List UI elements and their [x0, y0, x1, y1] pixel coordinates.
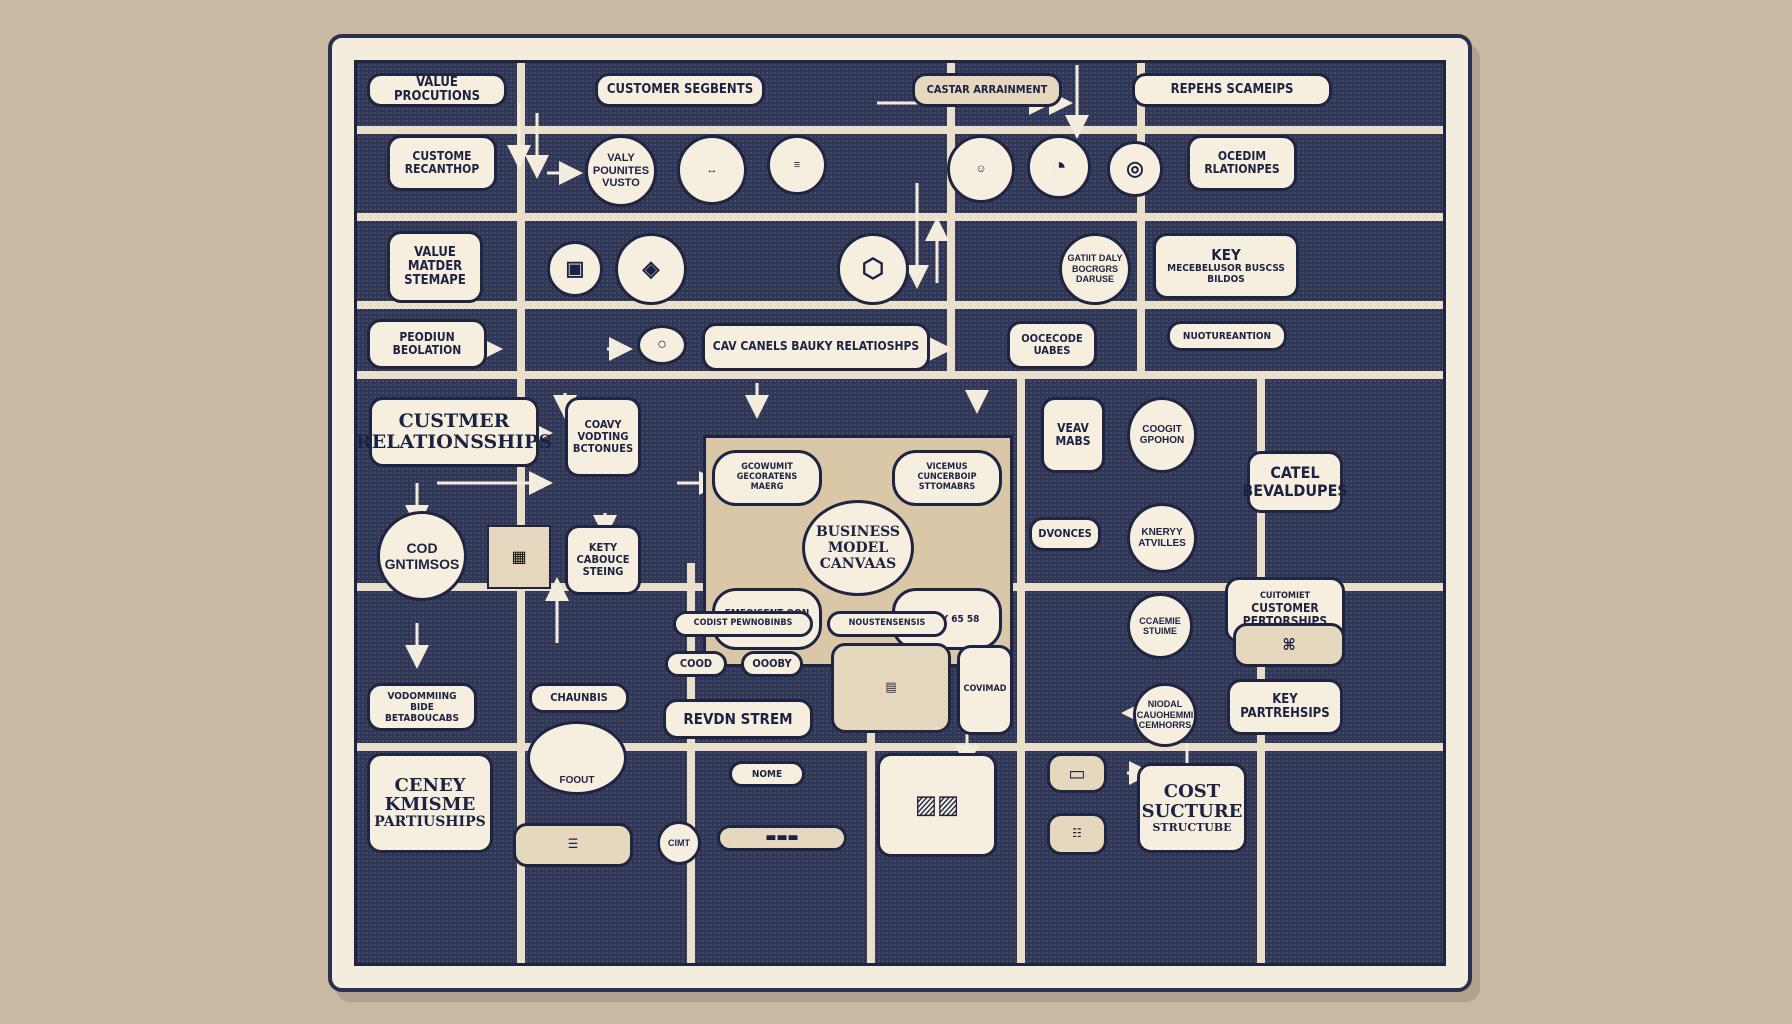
- label-nuotureantion: NUOTUREANTION: [1167, 321, 1287, 351]
- label-peodiun-beolation: PEODIUN BEOLATION: [367, 319, 487, 369]
- label-coavy-vodting: COAVY VODTING BCTONUES: [565, 397, 641, 477]
- label-gcowumit: GCOWUMIT GECORATENS MAERG: [712, 450, 822, 506]
- crate-pair-icon: ▨▨: [877, 753, 997, 857]
- sucture-word: SUCTURE: [1141, 800, 1243, 822]
- circle-niodal: NIODAL CAUOHEMMI CEMHORRS: [1133, 683, 1197, 747]
- disc-icon: ○: [637, 325, 687, 365]
- table-icon: ▦: [487, 525, 551, 589]
- label-repehs-scameips: REPEHS SCAMEIPS: [1132, 73, 1332, 107]
- pie-chart-icon: ◔: [1027, 135, 1091, 199]
- label-value-procutions: VALUE PROCUTIONS: [367, 73, 507, 107]
- target-icon: ◎: [1107, 141, 1163, 197]
- diagram-board: VALUE PROCUTIONS CUSTOMER SEGBENTS CASTA…: [328, 34, 1472, 992]
- label-cood: COOD: [665, 651, 727, 677]
- document-icon: ≡: [767, 135, 827, 195]
- circle-coogit-gpohon: COOGIT GPOHON: [1127, 397, 1197, 473]
- label-ocedim-rlationpes: OCEDIM RLATIONPES: [1187, 135, 1297, 191]
- screen-icon: ▤: [831, 643, 951, 733]
- progress-strip-icon: ▬▬▬: [717, 825, 847, 851]
- center-panel: GCOWUMIT GECORATENS MAERG VICEMUS CUNCER…: [703, 435, 1013, 667]
- link-icon: ↔: [677, 135, 747, 205]
- label-nome: NOME: [729, 761, 805, 787]
- key-word: KEY: [1272, 691, 1298, 707]
- funnel-chart-foout: FOOUT: [527, 721, 627, 795]
- label-key-partrehsips: KEY PARTREHSIPS: [1227, 679, 1343, 735]
- label-covimad: COVIMAD: [957, 645, 1013, 735]
- label-ceney-kmisme: CENEY KMISME PARTIUSHIPS: [367, 753, 493, 853]
- key-heading: KEY: [1211, 245, 1241, 264]
- structube-word: STRUCTUBE: [1152, 820, 1232, 834]
- label-revdn-strem: REVDN STREM: [663, 699, 813, 739]
- tag-icon: ☷: [1047, 813, 1107, 855]
- kmisme-word: KMISME: [384, 794, 476, 816]
- people-icon: ☺: [947, 135, 1015, 203]
- relationships-word: RELATIONSSHIPS: [355, 431, 553, 453]
- label-veav-mabs: VEAV MABS: [1041, 397, 1105, 473]
- ledger-icon: ☰: [513, 823, 633, 867]
- label-bauky-relationships: BAUKY RELATIOSHPS: [791, 339, 920, 354]
- circle-cimt: CIMT: [657, 821, 701, 865]
- custmer-word: CUSTMER: [398, 410, 510, 433]
- label-cav-canels: CAV CANELS: [712, 339, 788, 354]
- label-catel-bevaldupes: CATEL BEVALDUPES: [1242, 451, 1348, 513]
- network-icon: ⬡: [837, 233, 909, 305]
- label-oooby: OOOBY: [741, 651, 803, 677]
- circle-valy-pounites: VALY POUNITES VUSTO: [585, 135, 657, 207]
- label-oocecode-uabes: OOCECODE UABES: [1007, 321, 1097, 369]
- label-chaunbis: CHAUNBIS: [529, 683, 629, 713]
- ceney-word: CENEY: [394, 774, 466, 796]
- label-dvonces: DVONCES: [1029, 517, 1101, 551]
- cost-word: COST: [1163, 781, 1221, 803]
- label-key-mecebelusor: KEY MECEBELUSOR BUSCSS BILDOS: [1153, 233, 1299, 299]
- label-noustensensis: NOUSTENSENSIS: [827, 611, 947, 637]
- customer-word: CUSTOMER: [1251, 600, 1319, 615]
- label-castar-arrainment: CASTAR ARRAINMENT: [912, 73, 1062, 107]
- key-body: MECEBELUSOR BUSCSS BILDOS: [1167, 263, 1285, 286]
- circle-kneryy: KNERYY ATVILLES: [1127, 503, 1197, 573]
- label-vicemus: VICEMUS CUNCERBOIP STTOMABRS: [892, 450, 1002, 506]
- speech-bubble-icon: ▭: [1047, 753, 1107, 793]
- label-vodommiing-bide: VODOMMIING BIDE BETABOUCABS: [367, 683, 477, 731]
- label-codist-pewnobinbs: CODIST PEWNOBINBS: [673, 611, 813, 637]
- partiuships-word: PARTIUSHIPS: [374, 814, 486, 831]
- circle-cod-gntimsos: COD GNTIMSOS: [377, 511, 467, 601]
- circle-gatiit-daly: GATIIT DALY BOCRGRS DARUSE: [1059, 233, 1131, 305]
- label-custmer-relationships: CUSTMER RELATIONSSHIPS: [356, 397, 552, 467]
- partrehsips-word: PARTREHSIPS: [1240, 706, 1330, 721]
- diagram-grid: VALUE PROCUTIONS CUSTOMER SEGBENTS CASTA…: [354, 60, 1446, 966]
- mouse-icon: ⌘: [1233, 623, 1345, 667]
- label-cost-sucture: COST SUCTURE STRUCTUBE: [1137, 763, 1247, 853]
- business-model-canvas-title: BUSINESS MODEL CANVAAS: [802, 500, 914, 596]
- label-value-matder-stremape: VALUE MATDER STEMAPE: [387, 231, 483, 303]
- label-customer-segments: CUSTOMER SEGBENTS: [595, 73, 765, 107]
- label-custome-recanthop: CUSTOME RECANTHOP: [387, 135, 497, 191]
- label-cav-canels-bauky: CAV CANELS BAUKY RELATIOSHPS: [702, 323, 930, 371]
- crate-icon: ◈: [615, 233, 687, 305]
- circle-ccaemie: CCAEMIE STUIME: [1127, 593, 1193, 659]
- package-icon: ▣: [547, 241, 603, 297]
- customer-head: CUITOMIET: [1259, 590, 1311, 601]
- label-kety-cabouce: KETY CABOUCE STEING: [565, 525, 641, 595]
